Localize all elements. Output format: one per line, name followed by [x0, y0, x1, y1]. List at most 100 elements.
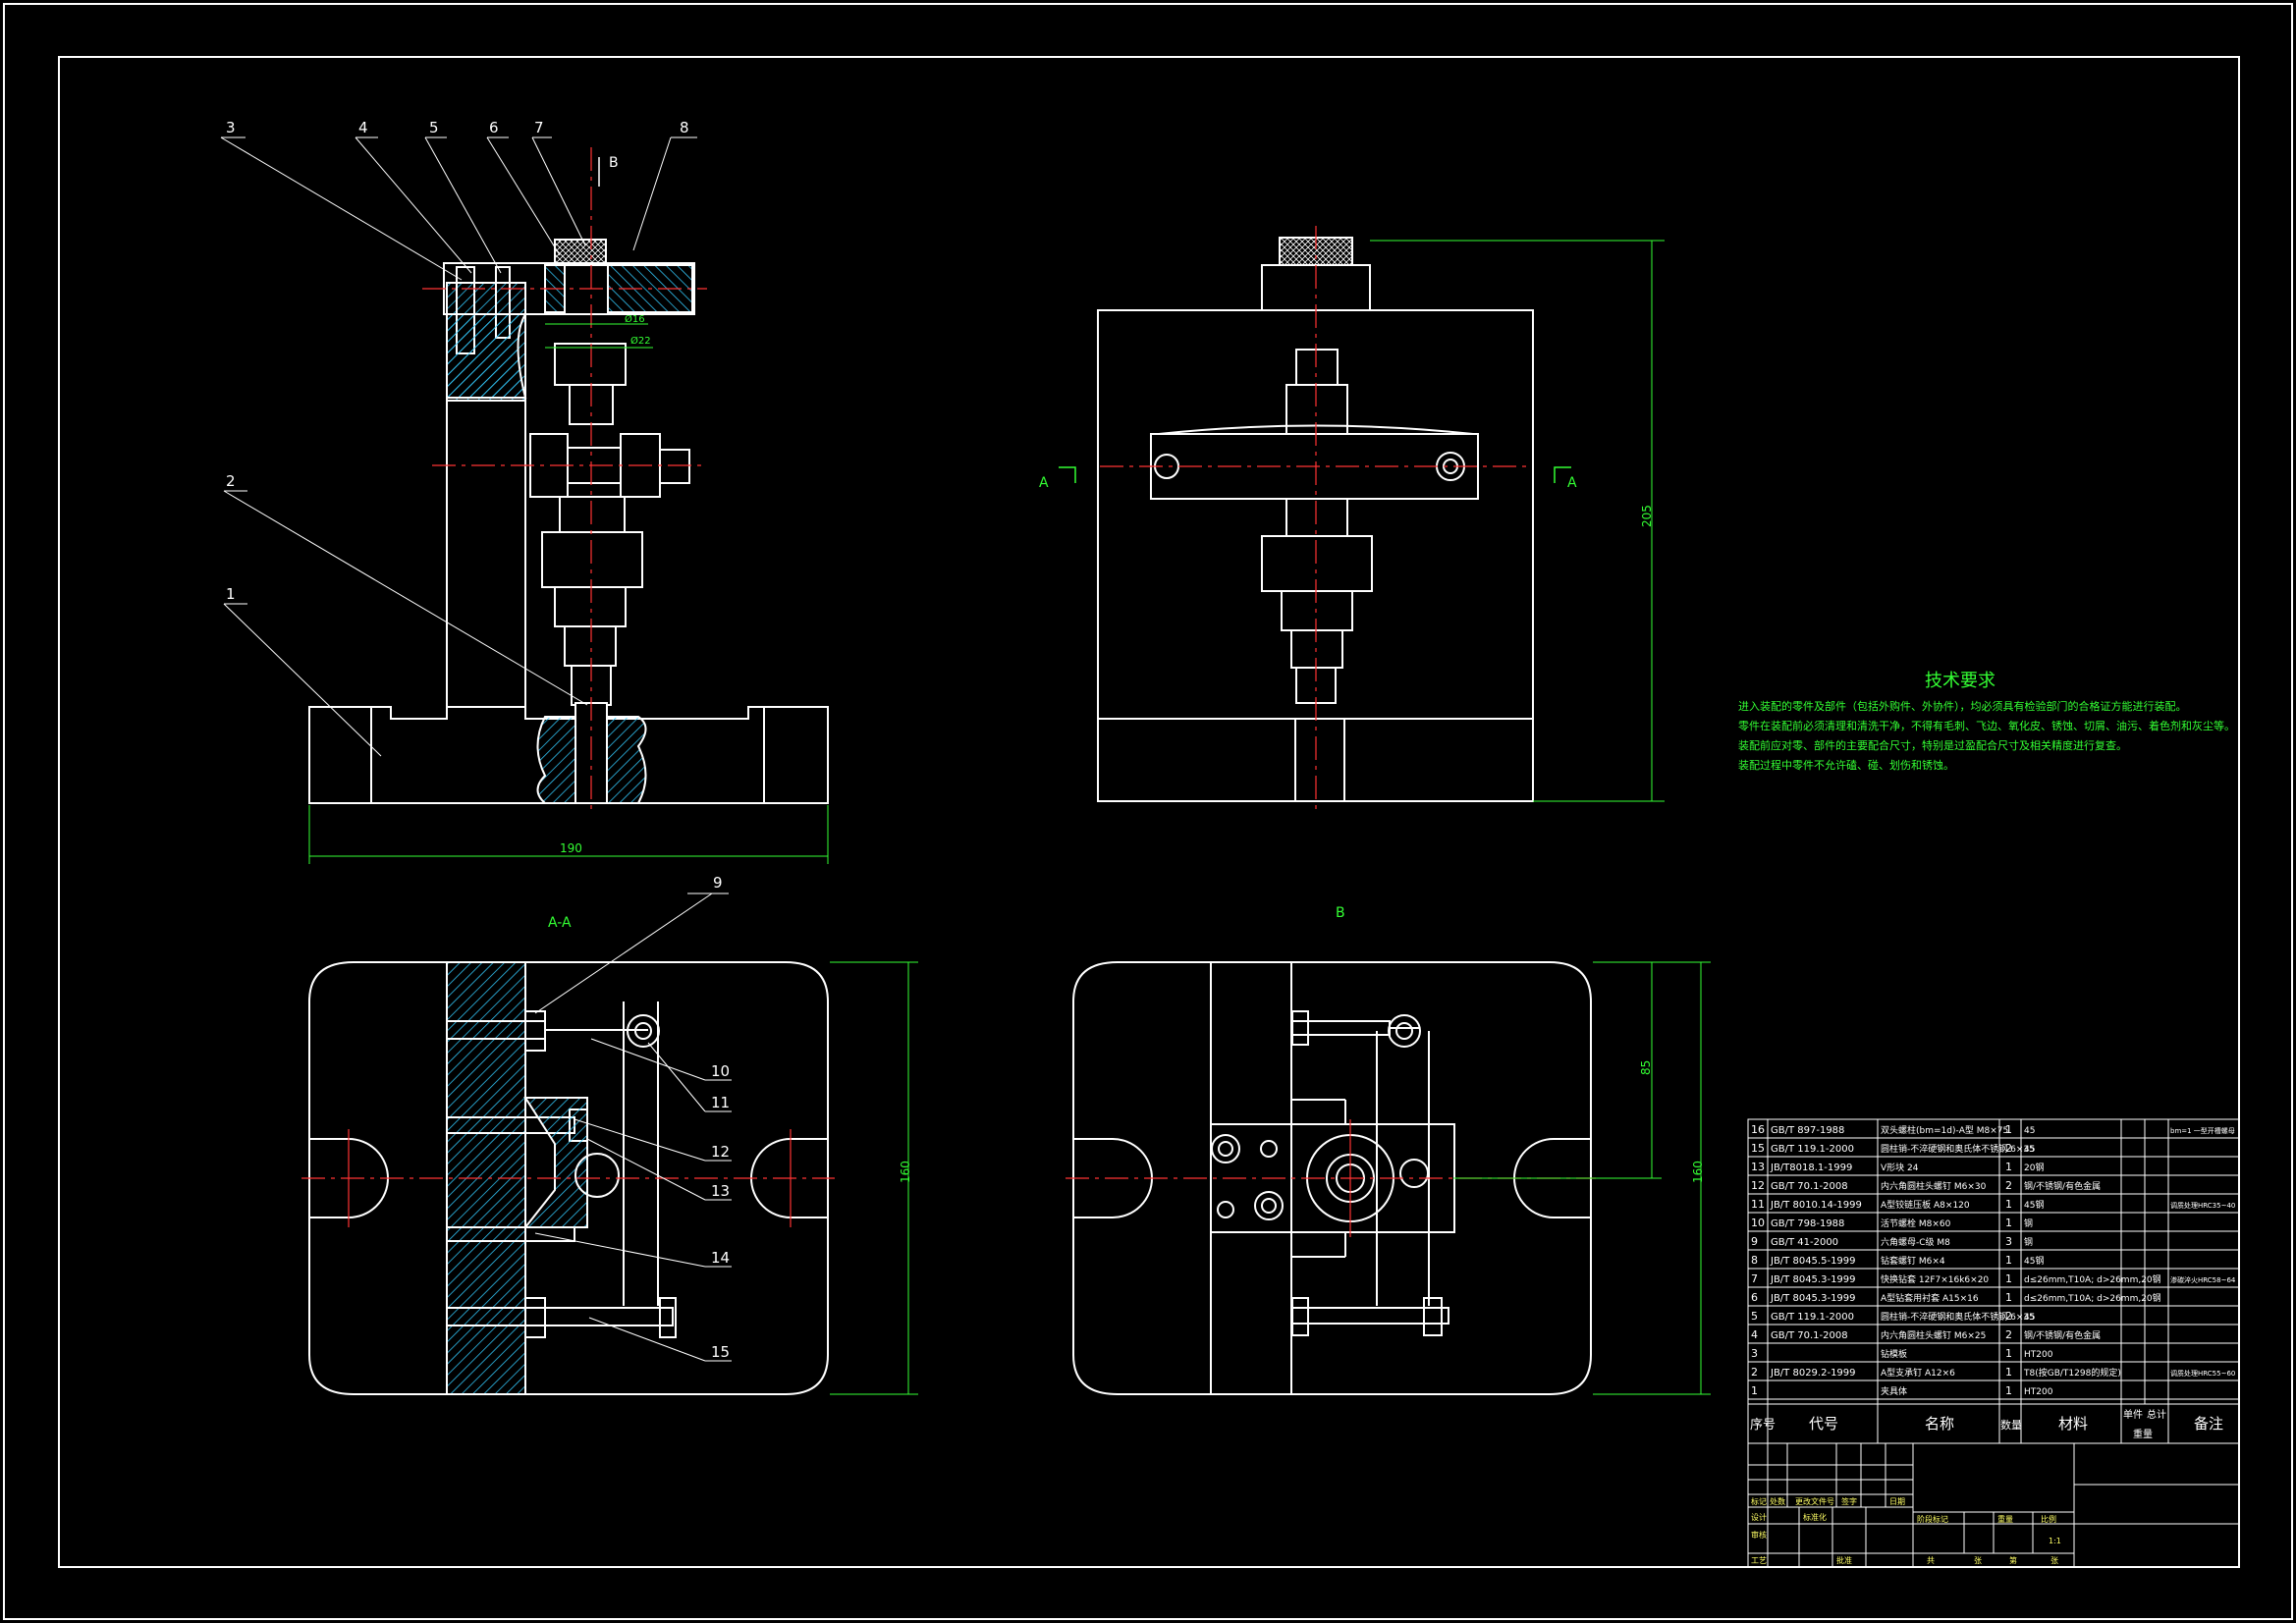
bom-cell-qty: 1	[2005, 1161, 2012, 1173]
bom-cell-qty: 1	[2005, 1384, 2012, 1397]
bom-cell-code: GB/T 119.1-2000	[1771, 1144, 1854, 1155]
balloon-2: 2	[226, 472, 236, 490]
bom-cell-name: 圆柱销-不淬硬钢和奥氏体不锈钢 6×35	[1881, 1311, 2035, 1323]
bom-cell-name: A型钻套用衬套 A15×16	[1881, 1292, 1979, 1304]
dim-b-height: 160	[1691, 1161, 1705, 1183]
tb-change-doc: 更改文件号	[1795, 1496, 1834, 1506]
tb-sign: 签字	[1841, 1496, 1857, 1506]
bom-cell-code: JB/T 8029.2-1999	[1770, 1368, 1856, 1379]
bom-cell-code: JB/T 8045.5-1999	[1770, 1256, 1856, 1267]
bom-cell-mat: 45钢	[2024, 1255, 2044, 1267]
tech-req-line-2: 零件在装配前必须清理和清洗干净，不得有毛刺、飞边、氧化皮、锈蚀、切屑、油污、着色…	[1738, 719, 2235, 732]
bom-cell-no: 9	[1751, 1235, 1758, 1248]
tb-count: 处数	[1770, 1496, 1785, 1506]
bom-cell-qty: 2	[2005, 1310, 2012, 1323]
balloon-6: 6	[489, 119, 499, 136]
bom-cell-no: 12	[1751, 1179, 1765, 1192]
tb-process: 工艺	[1751, 1556, 1767, 1565]
bom-cell-note: bm=1 一型开槽螺母	[2170, 1126, 2235, 1135]
tech-req-line-4: 装配过程中零件不允许磕、碰、划伤和锈蚀。	[1738, 758, 1954, 772]
tb-mark: 标记	[1751, 1496, 1767, 1506]
bom-cell-no: 1	[1751, 1384, 1758, 1397]
bom-header-code: 代号	[1809, 1415, 1838, 1433]
sheet-inner-border	[58, 56, 2240, 1568]
bom-cell-qty: 1	[2005, 1254, 2012, 1267]
bom-cell-code: JB/T 8010.14-1999	[1770, 1200, 1862, 1211]
bom-cell-name: A型支承钉 A12×6	[1881, 1367, 1955, 1379]
bom-cell-no: 6	[1751, 1291, 1758, 1304]
tb-sheets: 张	[1974, 1556, 1982, 1565]
bom-cell-mat: 钢	[2024, 1217, 2033, 1229]
arrow-b-label: B	[609, 155, 619, 171]
balloon-5: 5	[429, 119, 439, 136]
bom-cell-qty: 3	[2005, 1235, 2012, 1248]
balloon-8: 8	[680, 119, 689, 136]
tb-total-sheets: 共	[1927, 1556, 1935, 1565]
bom-cell-name: 活节螺栓 M8×60	[1881, 1217, 1951, 1229]
bom-cell-name: 双头螺柱(bm=1d)-A型 M8×75	[1881, 1124, 2008, 1136]
bom-cell-name: A型铰链压板 A8×120	[1881, 1199, 1970, 1211]
bom-cell-no: 8	[1751, 1254, 1758, 1267]
bom-cell-qty: 2	[2005, 1179, 2012, 1192]
bom-cell-no: 15	[1751, 1142, 1765, 1155]
bom-header-name: 名称	[1925, 1415, 1954, 1433]
bom-cell-no: 3	[1751, 1347, 1758, 1360]
title-block-lines	[1748, 1443, 2239, 1567]
balloon-7: 7	[534, 119, 544, 136]
bom-cell-name: 六角螺母-C级 M8	[1881, 1236, 1950, 1248]
section-aa-label: A-A	[548, 915, 572, 931]
bom-cell-name: V形块 24	[1881, 1162, 1919, 1173]
tb-date: 日期	[1889, 1497, 1905, 1506]
bom-cell-no: 2	[1751, 1366, 1758, 1379]
bom-cell-name: 夹具体	[1881, 1385, 1907, 1397]
bom-cell-code: GB/T 897-1988	[1771, 1125, 1844, 1136]
bom-cell-qty: 2	[2005, 1328, 2012, 1341]
bom-header-single: 单件	[2123, 1409, 2143, 1421]
dim-aa-height: 160	[899, 1161, 912, 1183]
bom-cell-name: 内六角圆柱头螺钉 M6×25	[1881, 1329, 1986, 1341]
bom-cell-no: 16	[1751, 1123, 1765, 1136]
tb-weight: 重量	[1997, 1514, 2013, 1524]
balloon-10: 10	[711, 1062, 730, 1080]
tech-req-line-3: 装配前应对零、部件的主要配合尺寸，特别是过盈配合尺寸及相关精度进行复查。	[1738, 738, 2127, 752]
bom-cell-qty: 1	[2005, 1123, 2012, 1136]
bom-cell-mat: d≤26mm,T10A; d>26mm,20钢	[2024, 1273, 2161, 1285]
bom-cell-no: 11	[1751, 1198, 1765, 1211]
bom-cell-no: 10	[1751, 1217, 1765, 1229]
bom-cell-code: GB/T 41-2000	[1771, 1237, 1838, 1248]
balloon-4: 4	[358, 119, 368, 136]
bom-cell-no: 4	[1751, 1328, 1758, 1341]
bom-header-note: 备注	[2194, 1415, 2223, 1433]
bom-cell-qty: 1	[2005, 1198, 2012, 1211]
tech-req-line-1: 进入装配的零件及部件（包括外购件、外协件），均必须具有检验部门的合格证方能进行装…	[1738, 699, 2187, 713]
front-view	[308, 147, 829, 864]
bom-cell-no: 5	[1751, 1310, 1758, 1323]
sheet-outer-border	[3, 3, 2293, 1620]
side-view	[1059, 226, 1665, 815]
bom-cell-mat: 45	[2024, 1145, 2035, 1155]
bom-cell-mat: 钢/不锈钢/有色金属	[2024, 1180, 2101, 1192]
bom-cell-note: 调质处理HRC35~40	[2170, 1201, 2235, 1210]
bom-header-weight: 重量	[2133, 1428, 2153, 1440]
bom-cell-code: GB/T 70.1-2008	[1771, 1330, 1848, 1341]
arrow-a-right: A	[1567, 475, 1577, 491]
bom-cell-qty: 1	[2005, 1366, 2012, 1379]
view-b	[1066, 961, 1711, 1395]
bom-cell-no: 7	[1751, 1272, 1758, 1285]
front-leaders	[220, 136, 697, 757]
bom-cell-qty: 1	[2005, 1272, 2012, 1285]
dim-b-height-inner: 85	[1639, 1060, 1653, 1075]
bom-cell-qty: 1	[2005, 1347, 2012, 1360]
bom-cell-qty: 2	[2005, 1142, 2012, 1155]
bom-header-qty: 数量	[2000, 1419, 2022, 1432]
bom-cell-name: 圆柱销-不淬硬钢和奥氏体不锈钢 6×35	[1881, 1143, 2035, 1155]
aa-leaders	[534, 893, 732, 1362]
tb-design: 设计	[1751, 1512, 1767, 1522]
bom-cell-name: 钻模板	[1881, 1348, 1907, 1360]
bom-cell-mat: 45	[2024, 1313, 2035, 1323]
balloon-3: 3	[226, 119, 236, 136]
bom-cell-code: JB/T8018.1-1999	[1770, 1163, 1852, 1173]
bom-cell-mat: 45钢	[2024, 1199, 2044, 1211]
